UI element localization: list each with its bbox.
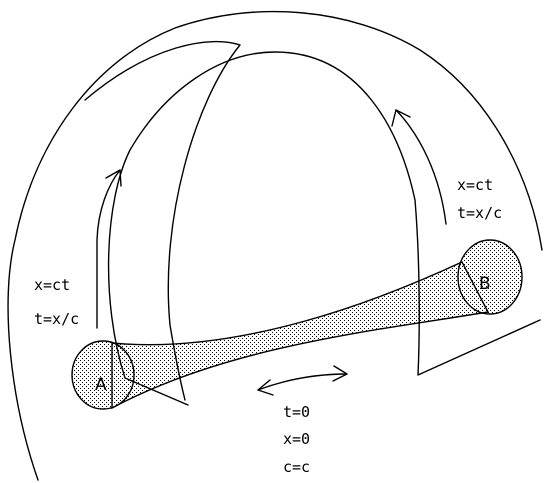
outer-band-curve: [7, 10, 543, 481]
bottom-arrow-head-left: [257, 379, 274, 396]
right-arrow: [391, 109, 447, 225]
bottom-double-arrow: [257, 365, 348, 396]
bottom-arrow-head-right: [332, 365, 348, 382]
node-a-circle: [71, 340, 135, 410]
left-arrow-head: [105, 169, 122, 187]
node-a-label: A: [95, 375, 107, 395]
node-a: A: [71, 340, 135, 410]
left-arrow: [96, 169, 122, 329]
left-label-x: x=ct: [34, 276, 70, 294]
bottom-label-c: c=c: [283, 458, 310, 476]
left-label-t: t=x/c: [34, 310, 79, 328]
inner-band-curve: [107, 51, 541, 406]
right-arrow-head: [391, 109, 411, 127]
right-label-t: t=x/c: [457, 204, 502, 222]
right-label-x: x=ct: [457, 176, 493, 194]
right-arrow-shaft: [395, 109, 447, 225]
node-b-label: B: [479, 274, 491, 294]
node-b: B: [457, 239, 523, 315]
node-b-circle: [457, 239, 523, 315]
bottom-label-x: x=0: [283, 430, 310, 448]
bottom-arrow-shaft: [257, 373, 348, 391]
bottom-label-t: t=0: [283, 403, 310, 421]
left-arrow-shaft: [96, 169, 121, 329]
